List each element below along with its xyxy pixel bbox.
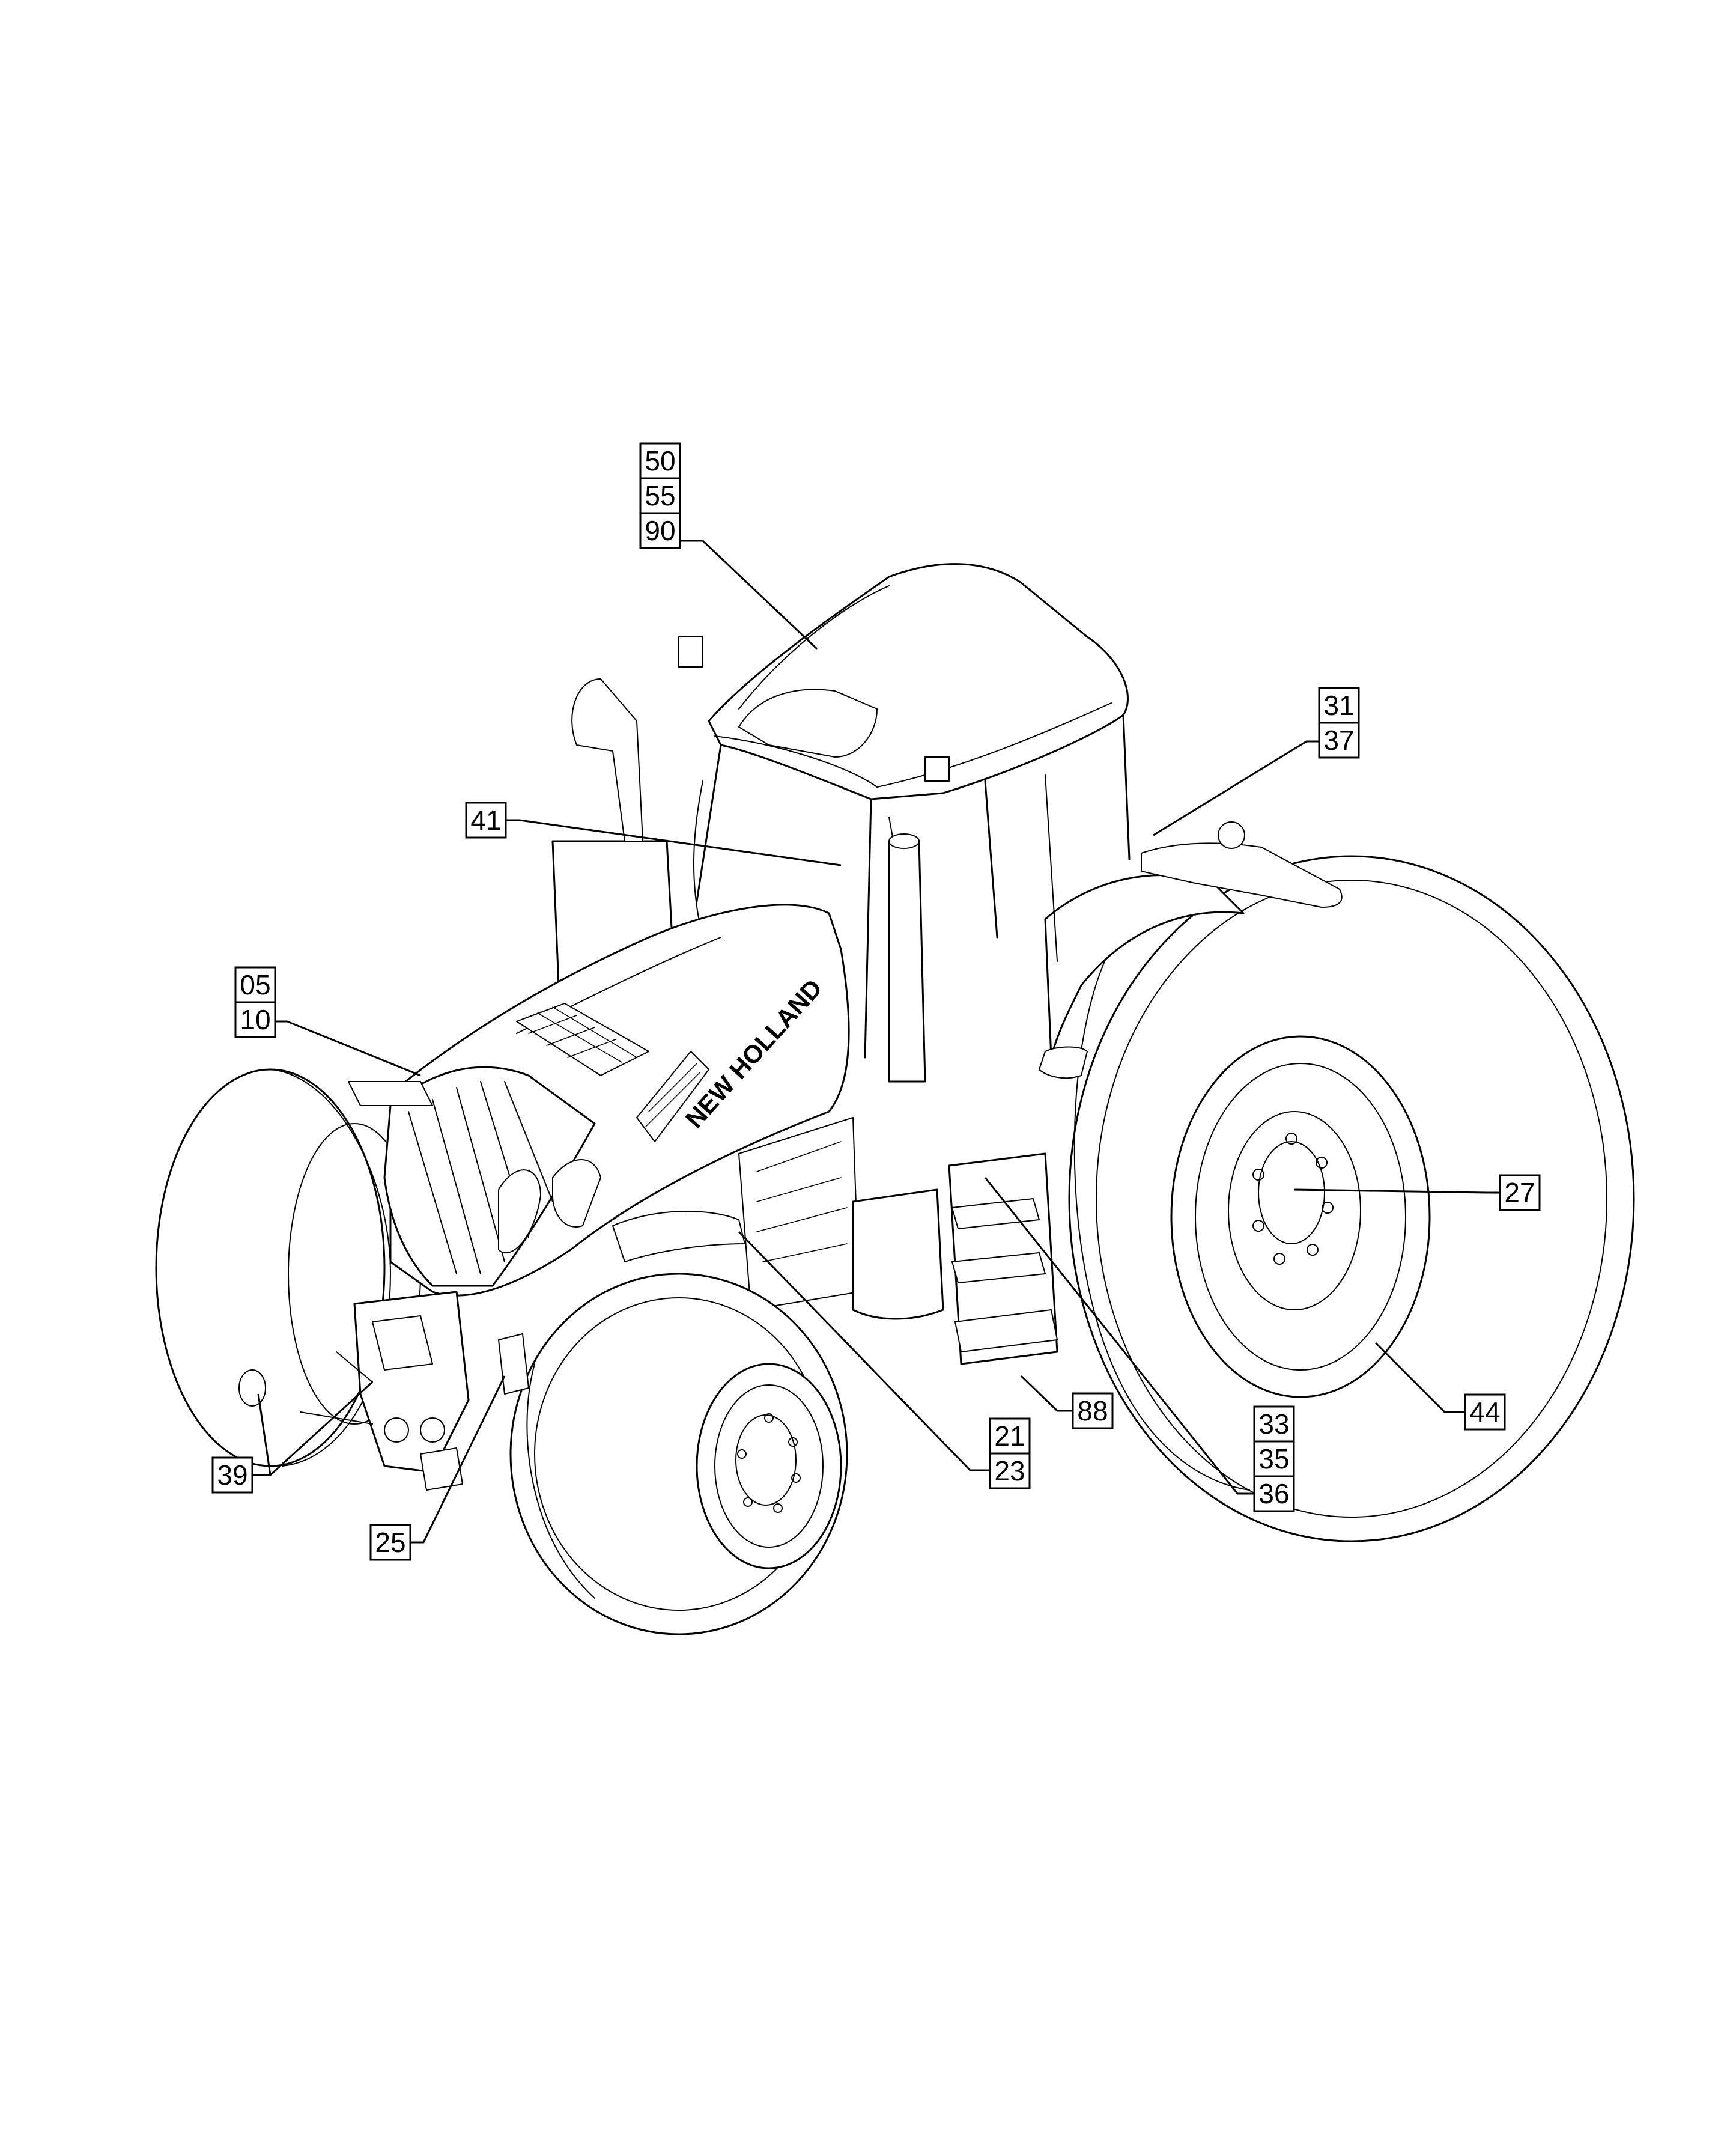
- callout-label-44: 44: [1469, 1396, 1500, 1428]
- callout-88: 88: [1072, 1392, 1114, 1429]
- tractor-illustration: NEW HOLLAND: [155, 563, 1635, 1635]
- callout-label-05: 05: [240, 969, 270, 1000]
- callout-label-33: 33: [1258, 1408, 1289, 1440]
- rear-right-wheel: [1068, 855, 1635, 1542]
- callout-05-10: 05 10: [234, 966, 276, 1038]
- callout-44: 44: [1464, 1393, 1506, 1431]
- callout-label-50: 50: [645, 445, 675, 476]
- callout-31-37: 31 37: [1318, 687, 1360, 759]
- front-hitch: [300, 1291, 529, 1491]
- cab-steps: [852, 1152, 1058, 1365]
- leader-50-55-90: [681, 540, 818, 650]
- leader-25: [410, 1375, 506, 1544]
- callout-label-23: 23: [994, 1455, 1025, 1486]
- callout-39: 39: [211, 1456, 253, 1494]
- leader-41: [506, 819, 842, 866]
- callout-27: 27: [1499, 1174, 1541, 1211]
- leader-21-23: [738, 1231, 990, 1471]
- cab: [678, 563, 1131, 1059]
- front-right-wheel: [509, 1273, 848, 1635]
- leader-lines: [252, 540, 1500, 1544]
- callout-50-55-90: 50 55 90: [639, 442, 681, 549]
- callouts: 50 55 90 31 37 41 05 10 27: [211, 442, 1541, 1561]
- callout-label-55: 55: [645, 480, 675, 511]
- leader-27: [1294, 1188, 1500, 1194]
- callout-label-21: 21: [994, 1420, 1025, 1452]
- front-hub-bolts: [737, 1413, 801, 1513]
- callout-33-35-36: 33 35 36: [1253, 1405, 1295, 1512]
- leader-31-37: [1153, 740, 1319, 836]
- callout-label-88: 88: [1077, 1395, 1108, 1426]
- callout-label-37: 37: [1323, 725, 1354, 756]
- callout-label-27: 27: [1504, 1177, 1535, 1208]
- callout-label-36: 36: [1258, 1478, 1289, 1509]
- callout-label-41: 41: [470, 805, 501, 836]
- leader-44: [1374, 1342, 1465, 1413]
- callout-label-39: 39: [217, 1459, 247, 1491]
- leader-88: [1020, 1375, 1073, 1412]
- callout-41: 41: [465, 802, 507, 839]
- hood: NEW HOLLAND: [383, 904, 850, 1297]
- callout-21-23: 21 23: [989, 1417, 1031, 1489]
- callout-label-10: 10: [240, 1004, 270, 1035]
- rear-hub-bolts: [1252, 1133, 1334, 1265]
- callout-label-25: 25: [375, 1527, 405, 1558]
- leader-39b: [257, 1393, 272, 1476]
- callout-label-31: 31: [1323, 690, 1354, 721]
- callout-25: 25: [369, 1524, 411, 1561]
- callout-label-90: 90: [645, 515, 675, 546]
- callout-label-35: 35: [1258, 1443, 1289, 1474]
- leader-05-10: [275, 1020, 421, 1077]
- leader-33-35-36: [984, 1177, 1254, 1495]
